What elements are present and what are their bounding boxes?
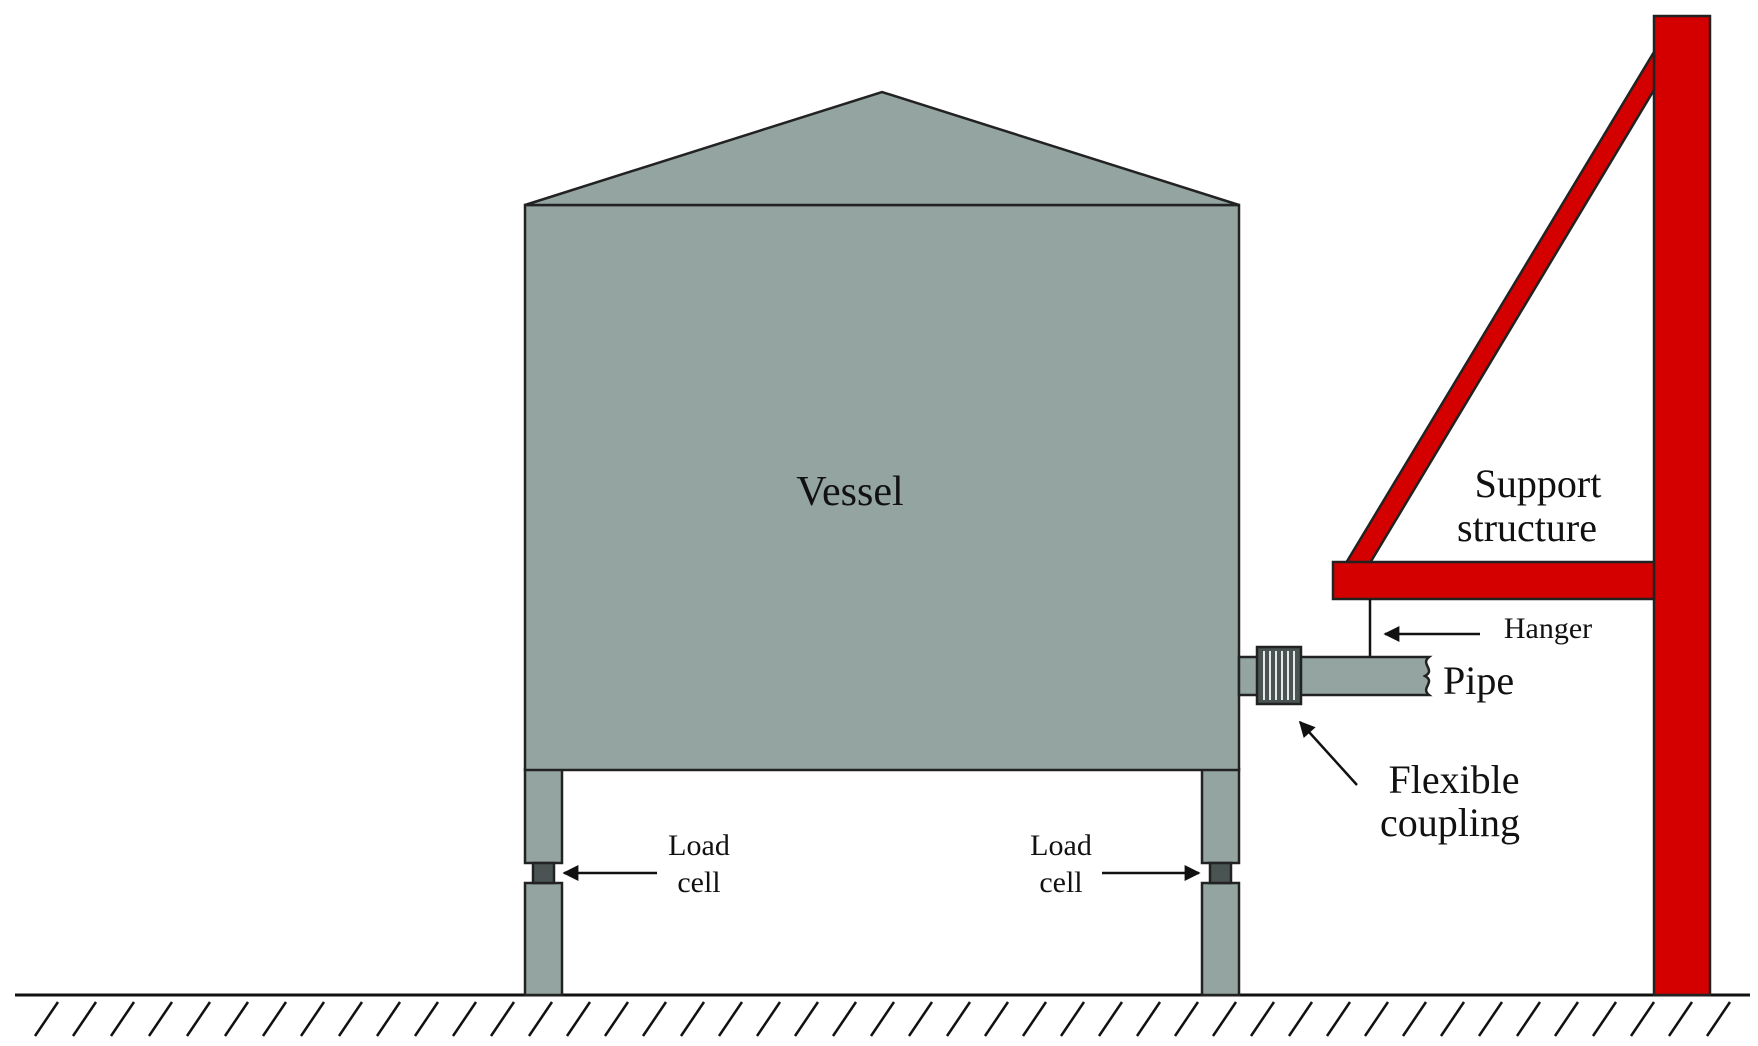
support-column <box>1652 14 1712 997</box>
ground-hatch-mark <box>1439 1001 1466 1037</box>
vessel-leg-left-upper <box>523 767 564 865</box>
ground-hatch-mark <box>1249 1001 1276 1037</box>
ground-hatch-mark <box>1667 1001 1694 1037</box>
ground-hatch-mark <box>413 1001 440 1037</box>
flexible-coupling <box>1255 645 1303 706</box>
load-cell-right <box>1208 861 1233 885</box>
ground-hatch-mark <box>71 1001 98 1037</box>
ground-hatch-mark <box>1515 1001 1542 1037</box>
vessel-leg-right-lower <box>1200 881 1241 997</box>
ground-hatch-mark <box>1553 1001 1580 1037</box>
ground-hatch-mark <box>1021 1001 1048 1037</box>
ground-hatch-mark <box>223 1001 250 1037</box>
ground-hatch-mark <box>907 1001 934 1037</box>
pipe-label: Pipe <box>1443 658 1514 703</box>
ground-hatch-mark <box>375 1001 402 1037</box>
ground-hatch-mark <box>603 1001 630 1037</box>
ground-hatch-mark <box>489 1001 516 1037</box>
ground-hatch-mark <box>1135 1001 1162 1037</box>
ground-hatch-mark <box>1211 1001 1238 1037</box>
flexible-coupling-arrow <box>1298 720 1358 786</box>
support-crossbeam <box>1331 560 1656 601</box>
ground-hatch-mark <box>755 1001 782 1037</box>
ground-hatch-mark <box>1629 1001 1656 1037</box>
load-cell-left-label-line2: cell <box>677 866 720 899</box>
vessel-leg-right-upper <box>1200 767 1241 865</box>
ground-hatch-mark <box>109 1001 136 1037</box>
flexible-coupling-label-line2: coupling <box>1380 800 1520 845</box>
ground-hatch-mark <box>185 1001 212 1037</box>
vessel-label: Vessel <box>796 469 903 515</box>
ground-hatch-mark <box>1325 1001 1352 1037</box>
ground-hatch-mark <box>1287 1001 1314 1037</box>
support-structure <box>1331 14 1712 997</box>
ground-hatch-mark <box>1097 1001 1124 1037</box>
ground-hatch-mark <box>945 1001 972 1037</box>
vessel-leg-left-lower <box>523 881 564 997</box>
ground-hatch-mark <box>1059 1001 1086 1037</box>
ground-hatch-mark <box>451 1001 478 1037</box>
load-cell-right-label-line2: cell <box>1039 866 1082 899</box>
ground <box>15 993 1750 1037</box>
pipe <box>1237 645 1433 706</box>
ground-hatch-mark <box>33 1001 60 1037</box>
hanger-label: Hanger <box>1504 612 1592 645</box>
vessel-body <box>523 203 1241 772</box>
ground-hatch-mark <box>1173 1001 1200 1037</box>
flexible-coupling-label-line1: Flexible <box>1388 757 1519 802</box>
load-cell-left-label-line1: Load <box>668 829 730 862</box>
flexible-coupling-ribs <box>1263 651 1295 700</box>
ground-hatch-mark <box>261 1001 288 1037</box>
ground-hatch-mark <box>1591 1001 1618 1037</box>
ground-hatch-mark <box>1363 1001 1390 1037</box>
load-cell-left <box>531 861 556 885</box>
ground-hatch-mark <box>337 1001 364 1037</box>
ground-hatch-mark <box>641 1001 668 1037</box>
ground-hatch-mark <box>679 1001 706 1037</box>
ground-hatch-mark <box>147 1001 174 1037</box>
ground-hatch-mark <box>793 1001 820 1037</box>
ground-hatch-mark <box>983 1001 1010 1037</box>
ground-hatch-mark <box>565 1001 592 1037</box>
ground-hatch-mark <box>1705 1001 1732 1037</box>
load-cell-right-label-line1: Load <box>1030 829 1092 862</box>
ground-hatch-mark <box>1401 1001 1428 1037</box>
ground-hatch-mark <box>869 1001 896 1037</box>
vessel-roof <box>524 90 1240 207</box>
support-structure-label-line1: Support <box>1475 461 1602 506</box>
vessel <box>523 90 1241 997</box>
ground-hatch-mark <box>299 1001 326 1037</box>
ground-hatching <box>33 1001 1732 1037</box>
ground-hatch-mark <box>831 1001 858 1037</box>
ground-hatch-mark <box>527 1001 554 1037</box>
ground-hatch-mark <box>1477 1001 1504 1037</box>
support-structure-label-line2: structure <box>1457 505 1597 550</box>
ground-hatch-mark <box>717 1001 744 1037</box>
